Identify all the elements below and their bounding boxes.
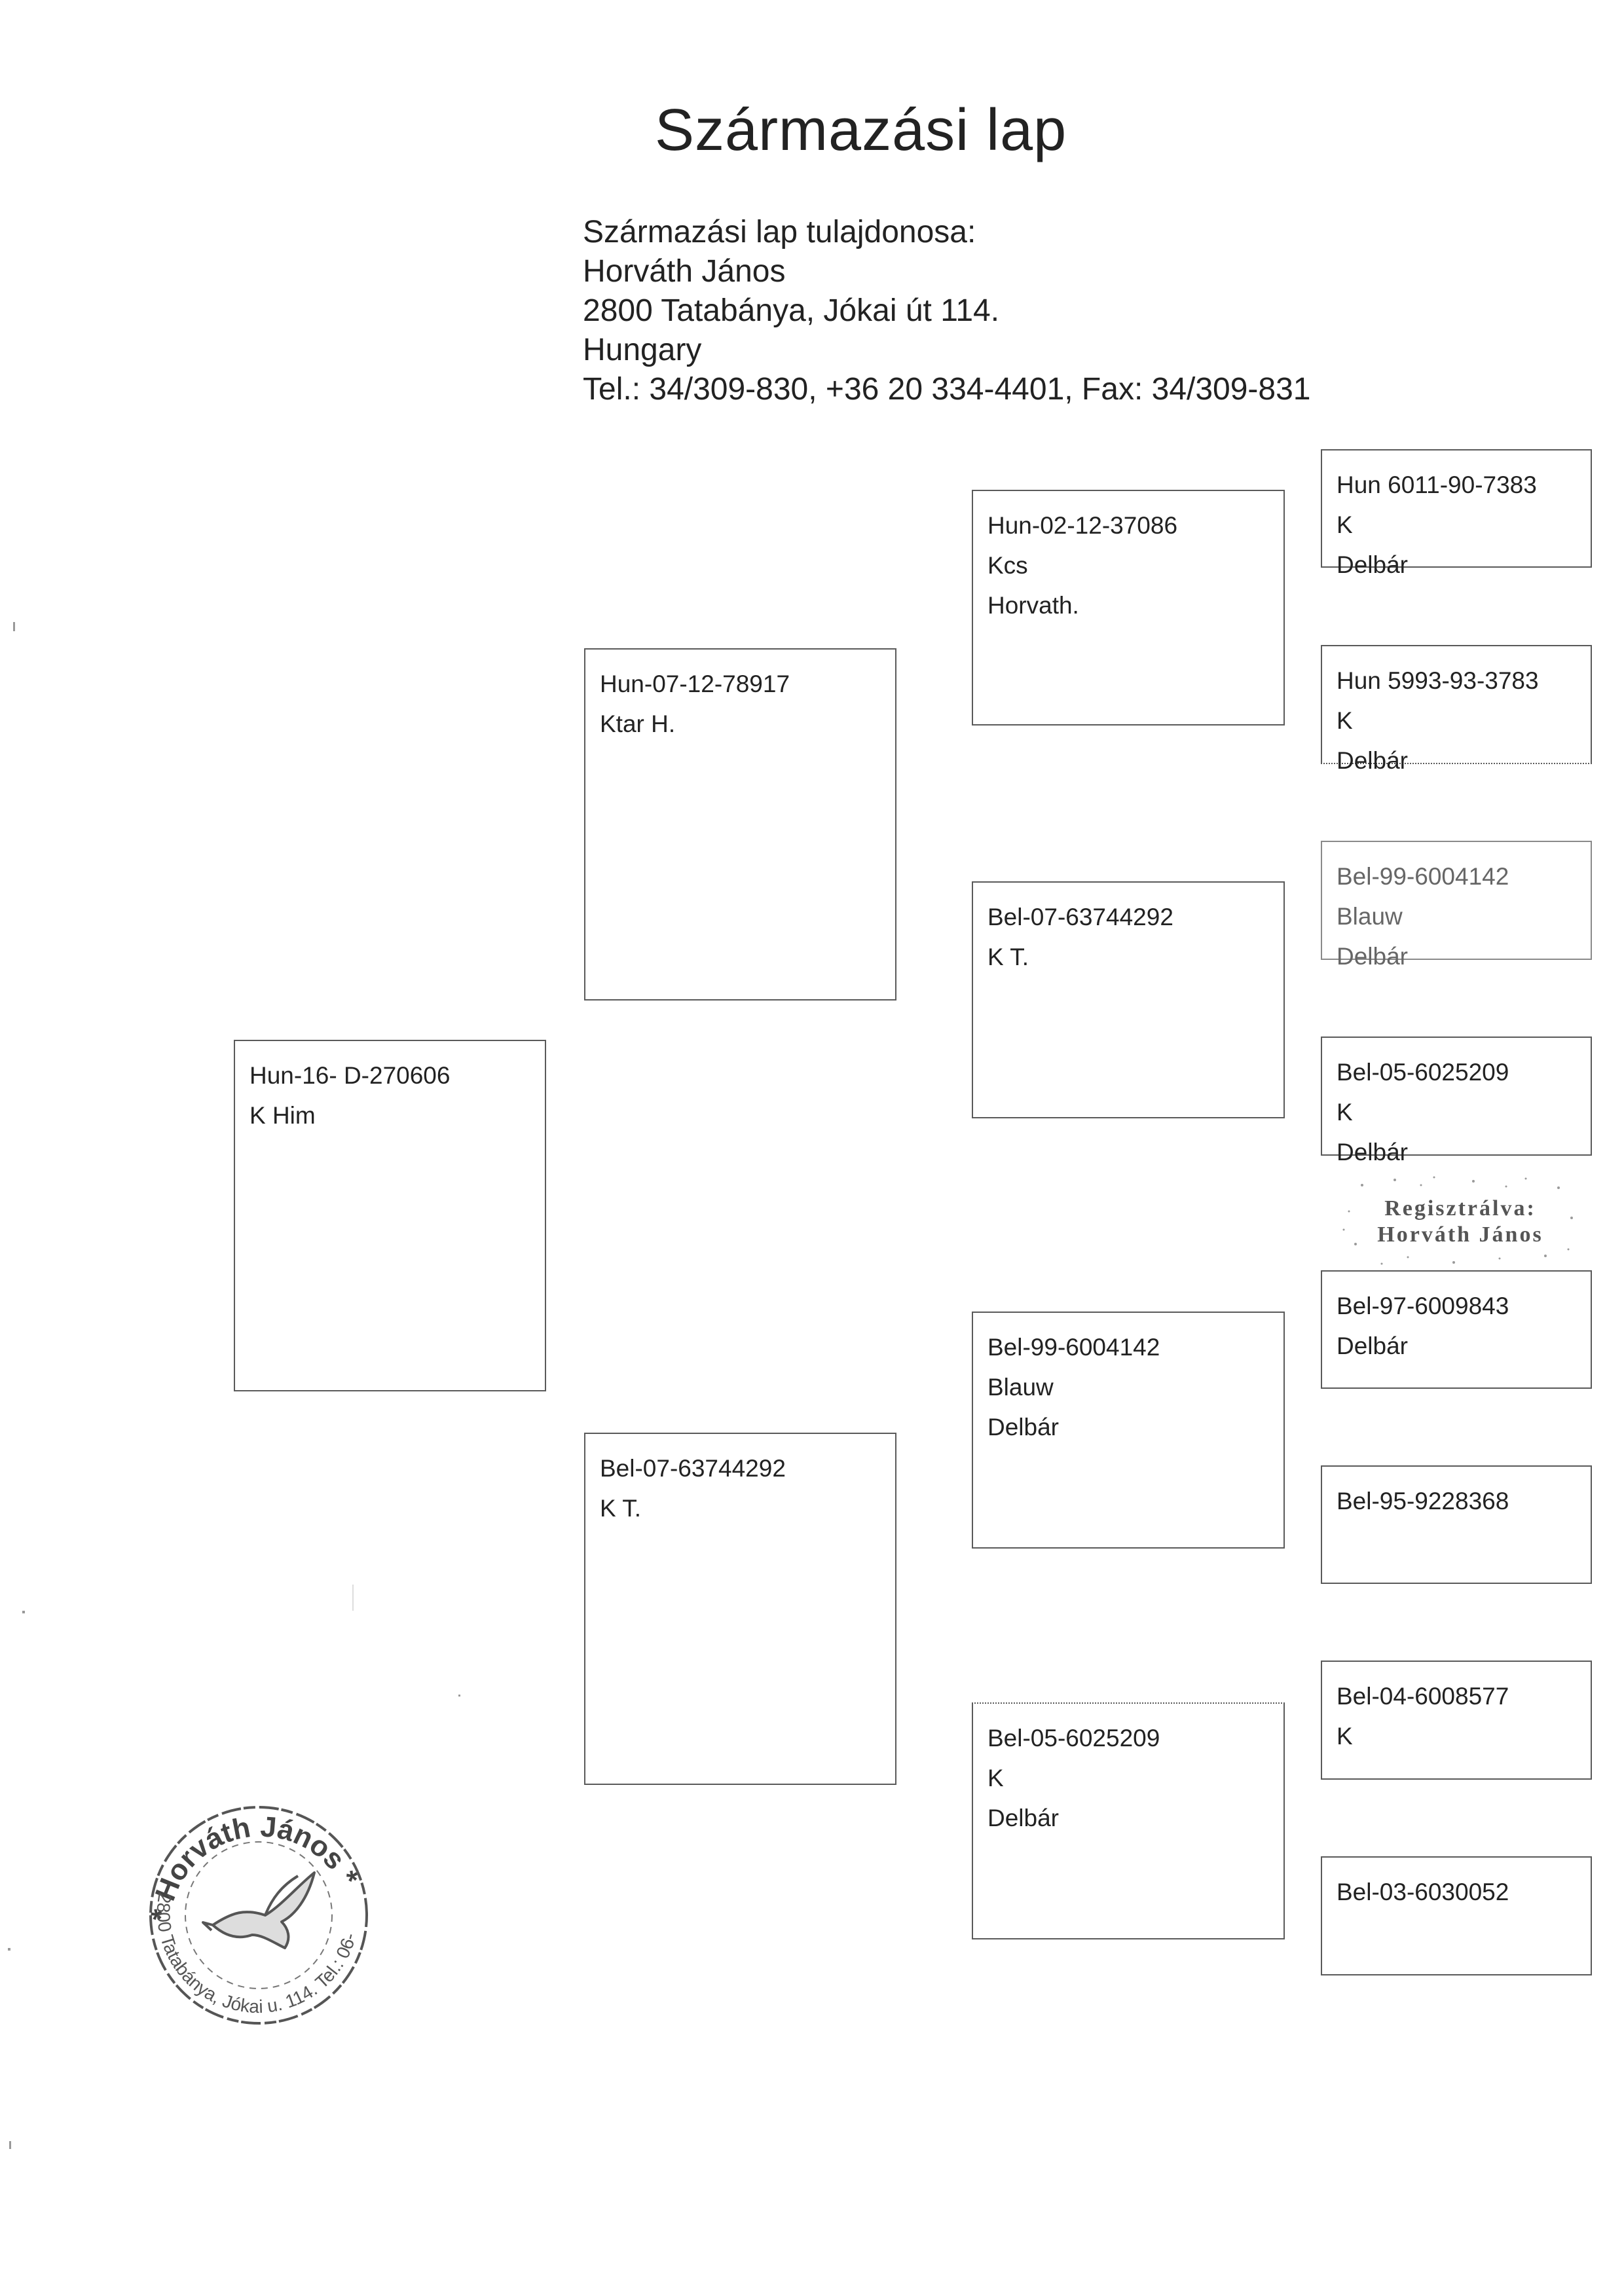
dove-icon (202, 1871, 316, 1949)
ggp-7-color: K (1337, 1723, 1353, 1750)
ggp-6-ring-number: Bel-95-9228368 (1337, 1488, 1509, 1515)
pedigree-subject-box: Hun-16- D-270606 K Him (234, 1040, 546, 1391)
registration-stamp-line-1: Regisztrálva: (1384, 1196, 1536, 1221)
sire-dam-color: K T. (987, 944, 1029, 970)
ggp-4-ring-number: Bel-05-6025209 (1337, 1059, 1509, 1086)
pedigree-ggp-box-3: Bel-99-6004142 Blauw Delbár (1321, 841, 1592, 970)
dam-dam-color: K (987, 1765, 1004, 1791)
owner-block: Származási lap tulajdonosa: Horváth Jáno… (583, 213, 1311, 409)
ggp-1-breeder: Delbár (1337, 551, 1408, 578)
owner-heading: Származási lap tulajdonosa: (583, 215, 976, 249)
scan-speck (352, 1585, 354, 1611)
pedigree-dam-box: Bel-07-63744292 K T. (584, 1433, 896, 1785)
ggp-8-ring-number: Bel-03-6030052 (1337, 1879, 1509, 1905)
owner-address: 2800 Tatabánya, Jókai út 114. (583, 293, 1000, 328)
page-title: Származási lap (655, 98, 1067, 163)
ggp-7-ring-number: Bel-04-6008577 (1337, 1683, 1509, 1710)
registration-stamp-line-2: Horváth János (1377, 1222, 1543, 1247)
dam-sire-ring-number: Bel-99-6004142 (987, 1334, 1160, 1361)
owner-name: Horváth János (583, 254, 786, 289)
scan-speck (8, 1948, 10, 1951)
registration-stamp-speckle (1342, 1176, 1573, 1265)
pedigree-ggp-box-1: Hun 6011-90-7383 K Delbár (1321, 449, 1592, 578)
scan-speck (13, 622, 15, 631)
ggp-5-breeder: Delbár (1337, 1332, 1408, 1359)
pedigree-dam-sire-box: Bel-99-6004142 Blauw Delbár (972, 1312, 1285, 1549)
ggp-1-ring-number: Hun 6011-90-7383 (1337, 471, 1537, 498)
ggp-3-color: Blauw (1337, 903, 1403, 930)
scan-speck (458, 1695, 460, 1697)
scan-speck (9, 2141, 11, 2149)
ggp-2-ring-number: Hun 5993-93-3783 (1337, 667, 1539, 694)
dam-dam-ring-number: Bel-05-6025209 (987, 1725, 1160, 1752)
pedigree-dam-dam-box: Bel-05-6025209 K Delbár (972, 1702, 1285, 1939)
registration-stamp: Regisztrálva: Horváth János (1336, 1172, 1585, 1270)
ggp-3-breeder: Delbár (1337, 943, 1408, 970)
sire-ring-number: Hun-07-12-78917 (600, 670, 790, 697)
ggp-3-ring-number: Bel-99-6004142 (1337, 863, 1509, 890)
sire-description: Ktar H. (600, 710, 676, 737)
ggp-4-breeder: Delbár (1337, 1139, 1408, 1166)
owner-phone: Tel.: 34/309-830, +36 20 334-4401, Fax: … (583, 372, 1311, 407)
ggp-1-color: K (1337, 511, 1353, 538)
ggp-2-breeder: Delbár (1337, 747, 1408, 774)
pedigree-ggp-box-4: Bel-05-6025209 K Delbár (1321, 1037, 1592, 1166)
ggp-4-color: K (1337, 1099, 1353, 1126)
ggp-5-ring-number: Bel-97-6009843 (1337, 1293, 1509, 1319)
scan-speck (22, 1611, 25, 1613)
owner-country: Hungary (583, 333, 702, 367)
subject-ring-number: Hun-16- D-270606 (249, 1062, 451, 1089)
sire-sire-breeder: Horvath. (987, 592, 1079, 619)
pedigree-ggp-box-2: Hun 5993-93-3783 K Delbár (1321, 645, 1592, 774)
sire-sire-ring-number: Hun-02-12-37086 (987, 512, 1178, 539)
dam-sire-color: Blauw (987, 1374, 1054, 1401)
pedigree-sire-dam-box: Bel-07-63744292 K T. (972, 881, 1285, 1118)
pedigree-ggp-box-6: Bel-95-9228368 (1321, 1465, 1592, 1584)
sire-dam-ring-number: Bel-07-63744292 (987, 904, 1173, 930)
pedigree-ggp-box-8: Bel-03-6030052 (1321, 1856, 1592, 1975)
pedigree-sire-box: Hun-07-12-78917 Ktar H. (584, 648, 896, 1001)
dam-description: K T. (600, 1495, 642, 1522)
dam-dam-breeder: Delbár (987, 1805, 1059, 1831)
subject-description: K Him (249, 1102, 316, 1129)
sire-sire-color: Kcs (987, 552, 1028, 579)
owner-round-stamp: * Horváth János * 2800 Tatabánya, Jókai … (141, 1794, 368, 2025)
ggp-2-color: K (1337, 707, 1353, 734)
dam-ring-number: Bel-07-63744292 (600, 1455, 786, 1482)
pedigree-ggp-box-5: Bel-97-6009843 Delbár (1321, 1270, 1592, 1389)
dam-sire-breeder: Delbár (987, 1414, 1059, 1441)
pedigree-ggp-box-7: Bel-04-6008577 K (1321, 1661, 1592, 1780)
pedigree-sire-sire-box: Hun-02-12-37086 Kcs Horvath. (972, 490, 1285, 725)
